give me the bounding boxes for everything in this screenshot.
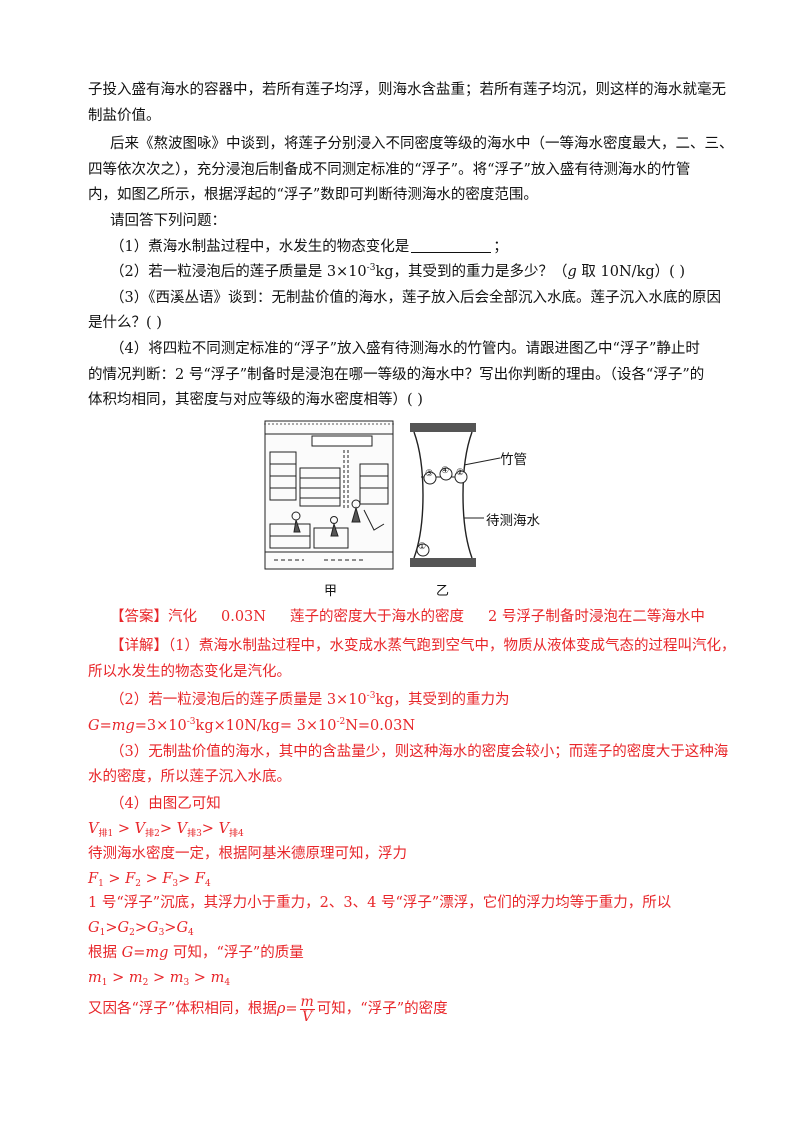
detail-line: 根据 G=mg 可知，“浮子”的质量 (88, 945, 304, 961)
float-1-label: ① (418, 542, 427, 552)
question-1: （1）煮海水制盐过程中，水发生的物态变化是； (110, 238, 508, 255)
float-3-label: ③ (425, 469, 434, 479)
detail-line: 水的密度，所以莲子沉入水底。 (88, 769, 291, 785)
answer-blank[interactable] (411, 238, 492, 253)
float-2-label: ② (456, 468, 465, 478)
question-intro: 请回答下列问题： (110, 213, 226, 229)
formula-volume: V排1 > V排2> V排3> V排4 (88, 821, 244, 839)
float-balls (416, 467, 468, 557)
formula-buoyancy: F1 > F2 > F3> F4 (88, 871, 211, 889)
detail-line: 待测海水密度一定，根据阿基米德原理可知，浮力 (88, 846, 407, 862)
figure-yi-tube (410, 423, 476, 567)
detail-line: （4）由图乙可知 (110, 796, 221, 812)
tube-label: 竹管 (500, 452, 527, 468)
float-4-label: ④ (441, 466, 450, 476)
figure-leader-lines (463, 457, 501, 519)
detail-line: （2）若一粒浸泡后的莲子质量是 3×10-3kg，其受到的重力为 (110, 691, 510, 709)
figure-jia-caption: 甲 (324, 584, 338, 599)
formula-gravity: G=mg=3×10-3kg×10N/kg= 3×10-2N=0.03N (88, 717, 416, 735)
question-4-cont: 的情况判断：2 号“浮子”制备时是浸泡在哪一等级的海水中？写出你判断的理由。（设… (88, 367, 705, 383)
detail-line: 1 号“浮子”沉底，其浮力小于重力，2、3、4 号“浮子”漂浮，它们的浮力均等于… (88, 895, 672, 911)
question-4: （4）将四粒不同测定标准的“浮子”放入盛有待测海水的竹管内。请跟进图乙中“浮子”… (110, 341, 700, 357)
question-4-cont: 体积均相同，其密度与对应等级的海水密度相等）( ) (88, 392, 423, 408)
detail-line: 【详解】（1）煮海水制盐过程中，水变成水蒸气跑到空气中，物质从液体变成气态的过程… (110, 638, 736, 654)
exp-minus-2: -2 (336, 717, 346, 727)
question-3-cont: 是什么？( ) (88, 315, 162, 331)
figure-yi-caption: 乙 (436, 584, 450, 599)
paragraph-line: 制盐价值。 (88, 108, 161, 124)
formula-weight: G1>G2>G3>G4 (88, 920, 194, 938)
detail-line: （3）无制盐价值的海水，其中的含盐量少，则这种海水的密度会较小；而莲子的密度大于… (110, 744, 729, 760)
figure-jia-illustration (264, 420, 394, 570)
detail-line: 所以水发生的物态变化是汽化。 (88, 664, 291, 680)
paragraph-line: 子投入盛有海水的容器中，若所有莲子均浮，则海水含盐重；若所有莲子均沉，则这样的海… (88, 82, 726, 98)
formula-mass: m1 > m2 > m3 > m4 (88, 970, 231, 988)
water-label: 待测海水 (486, 513, 540, 529)
paragraph-line: 四等依次次之），充分浸泡后制备成不同测定标准的“浮子”。将“浮子”放入盛有待测海… (88, 162, 691, 178)
paragraph-line: 内，如图乙所示，根据浮起的“浮子”数即可判断待测海水的密度范围。 (88, 187, 538, 203)
paragraph-line: 后来《熬波图咏》中谈到，将莲子分别浸入不同密度等级的海水中（一等海水密度最大，二… (110, 136, 734, 152)
question-2: （2）若一粒浸泡后的莲子质量是 3×10-3kg，其受到的重力是多少？（g 取 … (110, 263, 686, 281)
question-3: （3）《西溪丛语》谈到：无制盐价值的海水，莲子放入后会全部沉入水底。莲子沉入水底… (110, 290, 721, 306)
